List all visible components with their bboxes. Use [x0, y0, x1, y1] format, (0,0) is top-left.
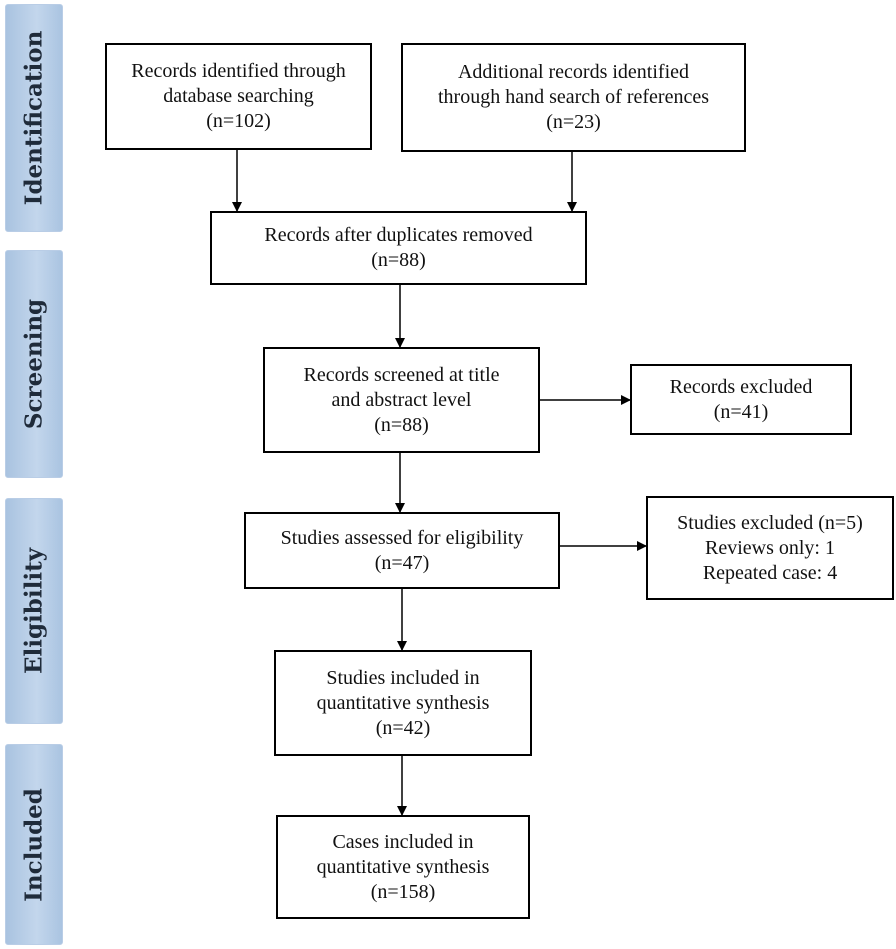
hand-search-count: (n=23) [546, 111, 601, 133]
studies-excluded-line1: Studies excluded (n=5) [677, 511, 863, 534]
stage-included: Included [5, 744, 63, 945]
studies-included-count: (n=42) [375, 716, 431, 739]
records-excluded-count: (n=41) [713, 400, 769, 423]
cases-included-line2: quantitative synthesis [316, 855, 490, 878]
hand-search-line2: through hand search of references [438, 86, 709, 108]
screened-count: (n=88) [374, 413, 429, 436]
studies-included-line1: Studies included in [326, 666, 480, 689]
box-screened: Records screened at title and abstract l… [263, 347, 540, 453]
box-records-excluded: Records excluded (n=41) [630, 364, 852, 435]
cases-included-line1: Cases included in [332, 830, 474, 853]
box-eligibility-assessed: Studies assessed for eligibility (n=47) [244, 512, 560, 589]
box-studies-included: Studies included in quantitative synthes… [274, 650, 532, 756]
eligibility-assessed-line1: Studies assessed for eligibility [280, 526, 524, 549]
duplicates-removed-count: (n=88) [371, 249, 426, 271]
stage-eligibility: Eligibility [5, 498, 63, 724]
box-hand-search: Additional records identified through ha… [401, 43, 746, 152]
studies-included-line2: quantitative synthesis [316, 691, 490, 714]
screened-line2: and abstract level [331, 388, 472, 411]
box-cases-included: Cases included in quantitative synthesis… [276, 815, 530, 919]
eligibility-assessed-count: (n=47) [374, 551, 430, 574]
hand-search-line1: Additional records identified [457, 61, 690, 83]
box-database-search: Records identified through database sear… [105, 43, 372, 150]
stage-identification: Identification [5, 4, 63, 232]
database-search-line2: database searching [163, 85, 314, 107]
duplicates-removed-line1: Records after duplicates removed [264, 224, 533, 246]
cases-included-count: (n=158) [370, 880, 436, 903]
screened-line1: Records screened at title [303, 363, 500, 386]
database-search-line1: Records identified through [131, 60, 346, 82]
records-excluded-line1: Records excluded [669, 375, 813, 398]
studies-excluded-reviews: Reviews only: 1 [705, 536, 835, 559]
box-studies-excluded: Studies excluded (n=5) Reviews only: 1 R… [646, 496, 894, 600]
box-duplicates-removed: Records after duplicates removed (n=88) [210, 211, 587, 285]
database-search-count: (n=102) [206, 110, 271, 132]
stage-screening: Screening [5, 250, 63, 478]
studies-excluded-repeated: Repeated case: 4 [702, 561, 838, 584]
